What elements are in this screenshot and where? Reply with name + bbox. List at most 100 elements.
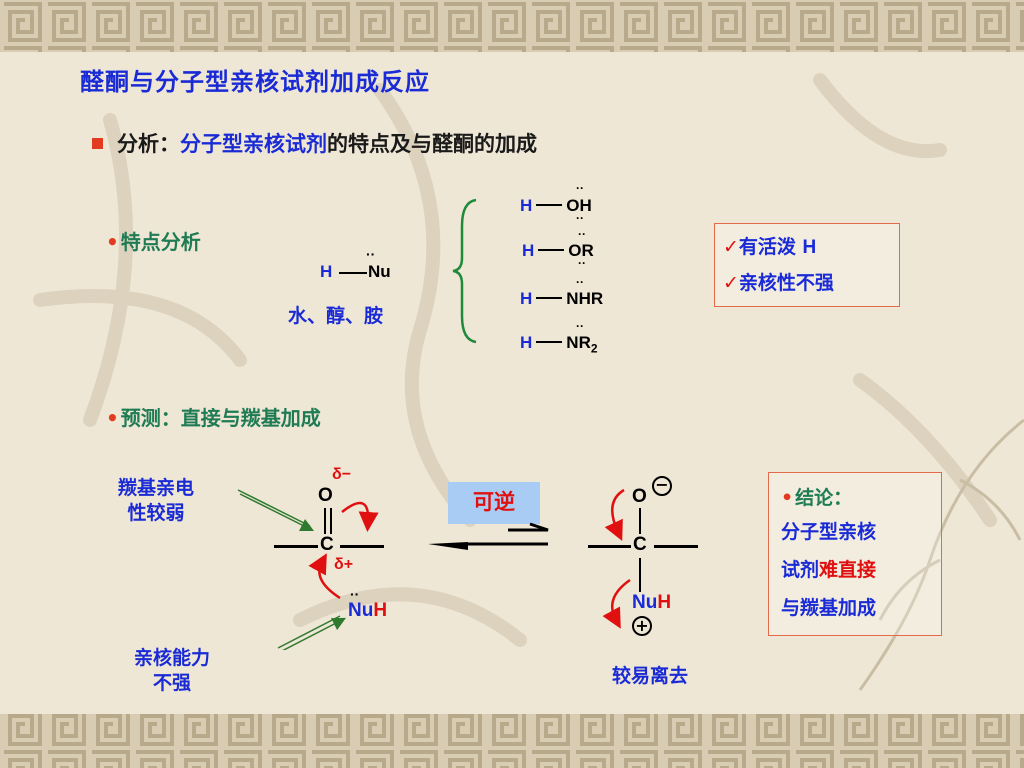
- heteroatom: N: [566, 289, 579, 308]
- bond-line: [536, 204, 563, 206]
- nucleophile-group: NuH: [348, 600, 387, 622]
- reversible-label: 可逆: [448, 482, 540, 524]
- conclusion-line: 与羰基加成: [781, 597, 877, 619]
- checkmark-icon: ✓: [723, 272, 739, 294]
- delta-plus-label: δ+: [334, 556, 354, 573]
- product-caption: 较易离去: [612, 665, 689, 687]
- carbon-atom: C: [633, 534, 647, 555]
- bond-line: [538, 249, 565, 251]
- bottom-border-pattern: [0, 714, 1024, 768]
- subscript: 2: [590, 341, 598, 356]
- single-bond-line: [639, 508, 641, 534]
- bond-line: [536, 341, 563, 343]
- subtitle-prefix: 分析：: [117, 132, 180, 156]
- single-bond-line: [274, 545, 318, 548]
- oxygen-atom: O: [632, 486, 647, 507]
- feature-h: H: [802, 237, 817, 258]
- pointer-arrow: [282, 617, 346, 650]
- section-label: 特点分析: [120, 230, 201, 254]
- features-box: ✓有活泼 H ✓亲核性不强: [714, 223, 900, 307]
- section-label: 预测：直接与羰基加成: [120, 406, 321, 430]
- pointer-line: [277, 615, 341, 649]
- label-line: 性较弱: [127, 502, 185, 524]
- checkmark-icon: ✓: [723, 236, 739, 258]
- lone-pair-dots: ··: [366, 246, 376, 262]
- top-border-pattern: [0, 0, 1024, 52]
- oxygen-atom: O: [318, 485, 333, 506]
- double-bond-line: [324, 508, 326, 534]
- electron-return-arrow: [604, 488, 625, 542]
- h-atom: H: [320, 262, 333, 281]
- delta-minus-label: δ−: [332, 466, 352, 483]
- feature-active-h: ✓有活泼 H: [723, 232, 816, 259]
- section-feature-analysis: •特点分析: [106, 226, 201, 255]
- curly-brace: [452, 198, 477, 344]
- subtitle: 分析：分子型亲核试剂的特点及与醛酮的加成: [92, 128, 537, 158]
- carbonyl-label: 羰基亲电 性较弱: [118, 476, 194, 526]
- section-prediction: •预测：直接与羰基加成: [106, 402, 321, 431]
- lone-pair-dots: ··: [576, 211, 584, 225]
- electron-shift-arrow: [341, 501, 379, 532]
- bond-line: [536, 297, 563, 299]
- lone-pair-dots: ··: [576, 181, 584, 195]
- reverse-arrow-head: [428, 542, 468, 550]
- lone-pair-dots: ··: [576, 275, 584, 289]
- h-text: H: [373, 600, 388, 621]
- single-bond-line: [654, 545, 698, 548]
- lone-pair-dots: ··: [576, 319, 584, 333]
- lone-pair-dots: ··: [350, 586, 360, 602]
- nu-group: Nu: [368, 262, 391, 281]
- feature-text: 亲核性不强: [738, 272, 834, 294]
- h-atom: H: [520, 196, 533, 215]
- square-bullet-icon: [92, 138, 103, 149]
- example-secondary-amine: H NR2: [520, 333, 598, 355]
- product-arrows: [602, 488, 631, 629]
- conclusion-emphasis: 难直接: [819, 559, 877, 581]
- single-bond-line: [639, 558, 641, 592]
- hnu-caption: 水、醇、胺: [288, 305, 384, 327]
- feature-weak-nucleophile: ✓亲核性不强: [723, 268, 834, 295]
- nucleophilic-attack-arrow: [308, 553, 341, 600]
- example-alcohol: H OR: [522, 241, 594, 261]
- heading-text: 结论：: [795, 487, 853, 509]
- lone-pair-dots: ··: [578, 227, 586, 241]
- pointer-arrow: [239, 493, 315, 532]
- subtitle-highlight: 分子型亲核试剂: [180, 132, 327, 156]
- substituent: H: [579, 196, 592, 215]
- h-nu-formula: H: [320, 262, 332, 282]
- subtitle-suffix: 的特点及与醛酮的加成: [327, 132, 537, 156]
- bond-line: [339, 272, 367, 274]
- leaving-group-arrow: [602, 578, 631, 629]
- heteroatom: N: [566, 333, 579, 352]
- substituent: R: [578, 333, 591, 352]
- page-title: 醛酮与分子型亲核试剂加成反应: [80, 68, 430, 96]
- nu-text: Nu: [348, 600, 374, 621]
- conclusion-line: 试剂难直接: [781, 551, 876, 589]
- h-atom: H: [522, 241, 535, 260]
- heteroatom: O: [566, 196, 580, 215]
- nu-text: Nu: [632, 592, 658, 613]
- heteroatom: O: [568, 241, 582, 260]
- substituent: R: [581, 241, 594, 260]
- calligraphy-watermark: [33, 73, 997, 647]
- label-line: 不强: [153, 672, 192, 694]
- conclusion-heading: •结论：: [781, 483, 852, 510]
- reactant-arrows: [237, 489, 379, 650]
- positive-charge-icon: +: [632, 616, 652, 636]
- negative-charge-icon: −: [652, 476, 672, 496]
- single-bond-line: [340, 545, 384, 548]
- conclusion-line: 分子型亲核: [781, 521, 877, 543]
- feature-text: 有活泼: [738, 236, 803, 258]
- conclusion-box: •结论： 分子型亲核 试剂难直接 与羰基加成: [768, 472, 942, 636]
- forward-arrow: [508, 522, 549, 532]
- h-atom: H: [520, 333, 533, 352]
- bullet-icon: •: [106, 406, 119, 430]
- bullet-icon: •: [781, 487, 794, 509]
- pointer-line: [237, 489, 311, 527]
- single-bond-line: [588, 545, 631, 548]
- lone-pair-dots: ··: [578, 256, 586, 270]
- nucleophile-label: 亲核能力 不强: [134, 646, 210, 696]
